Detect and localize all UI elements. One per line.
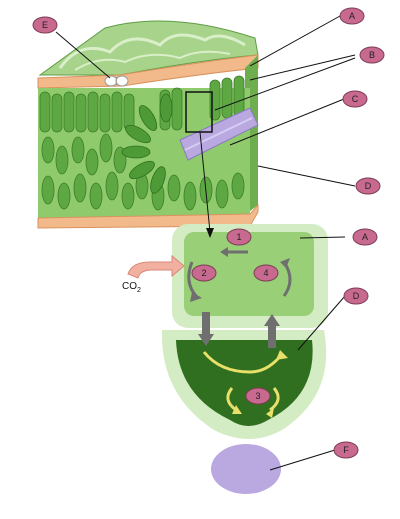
co2-input-arrow [127,254,185,279]
transfer-arrows [198,312,280,348]
step-2: 2 [191,264,217,282]
label-D-mid: D [343,287,369,305]
label-C: C [342,90,368,108]
label-F: F [333,441,359,459]
svg-text:2: 2 [201,268,206,278]
svg-text:D: D [365,181,372,191]
label-A-mid: A [352,228,378,246]
svg-text:A: A [349,11,355,21]
structure-f [211,444,281,494]
bundle-sheath [121,93,173,194]
svg-text:E: E [42,20,48,30]
leaf-top-veins [58,33,246,69]
svg-text:1: 1 [236,232,241,242]
calvin-cycle-arrows [202,351,284,412]
step-1: 1 [226,228,252,246]
lower-epidermis [37,203,259,229]
svg-text:F: F [343,445,349,455]
svg-text:B: B [369,50,375,60]
svg-text:D: D [353,291,360,301]
svg-text:C: C [352,94,359,104]
label-E: E [32,16,58,34]
stroma-inner [176,340,313,426]
leader-lines [55,15,356,471]
leaf-cross-section [37,20,259,229]
step-4: 4 [253,264,279,282]
zoom-box [185,91,213,133]
spongy-cells [41,133,245,211]
chloroplast-zoom: CO2 1 2 4 3 [122,131,328,439]
thylakoid-region [184,232,314,316]
label-B: B [359,46,385,64]
stoma [104,75,129,87]
svg-text:A: A [362,232,368,242]
co2-label: CO2 [122,281,141,294]
svg-text:4: 4 [263,268,268,278]
svg-text:3: 3 [255,391,260,401]
label-A-top: A [339,7,365,25]
step-3: 3 [245,387,271,405]
label-D-top: D [355,177,381,195]
